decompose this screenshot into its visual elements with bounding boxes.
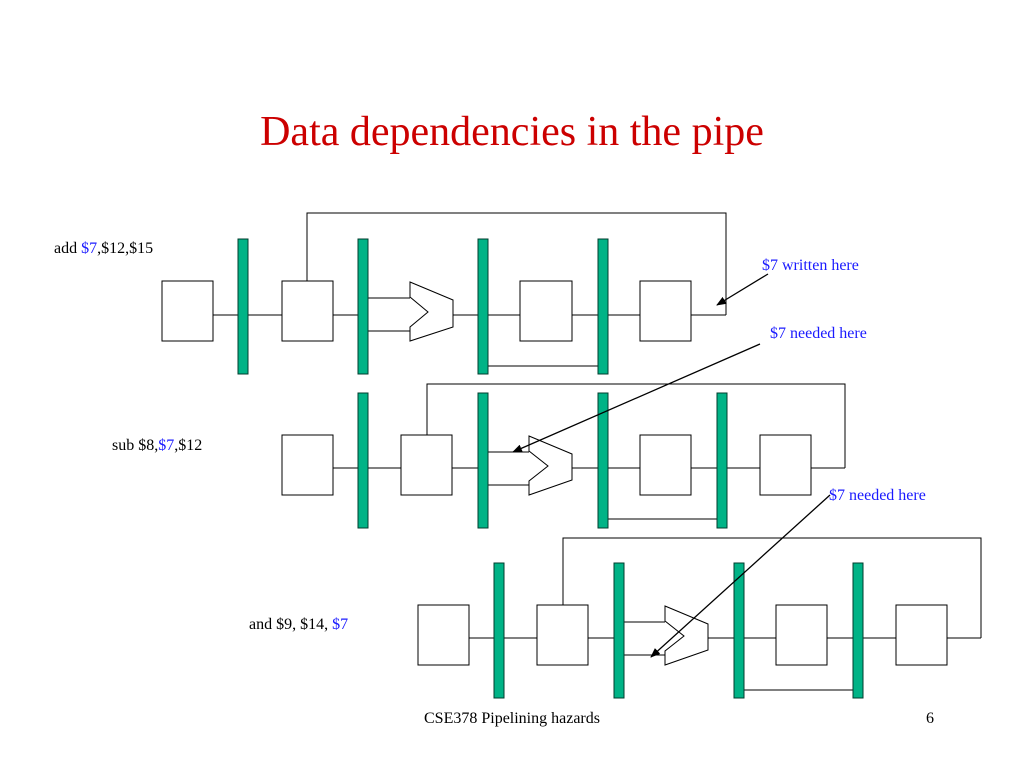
pipeline-latch — [493, 562, 505, 699]
slide-title: Data dependencies in the pipe — [260, 109, 764, 155]
instruction-add: add $7,$12,$15 — [54, 240, 154, 257]
pipeline-latch — [597, 238, 609, 375]
annotation-written-here: $7 written here — [762, 257, 859, 274]
alu-shape — [664, 605, 709, 666]
pipeline-latch — [597, 392, 609, 529]
annotation-needed-and: $7 needed here — [829, 487, 926, 504]
pipeline-latch — [477, 238, 489, 375]
pipeline-sub — [281, 383, 846, 520]
pipeline-latch — [613, 562, 625, 699]
stage-box-mem — [775, 604, 828, 666]
pipeline-latch — [357, 392, 369, 529]
pipeline-latch — [852, 562, 864, 699]
latches-and — [493, 562, 864, 699]
stage-box-mem — [519, 280, 573, 342]
instruction-and: and $9, $14, $7 — [249, 616, 349, 633]
stage-box-wb — [895, 604, 948, 666]
latches-add — [237, 238, 609, 375]
pipeline-and — [417, 537, 982, 691]
instruction-sub: sub $8,$7,$12 — [112, 437, 203, 454]
pipeline-add — [161, 212, 727, 367]
alu-shape — [409, 281, 454, 342]
stage-box-wb — [759, 434, 812, 496]
pipeline-latch — [237, 238, 249, 375]
page-number: 6 — [926, 710, 934, 727]
pipeline-latch — [733, 562, 745, 699]
stage-box-id — [536, 604, 589, 666]
arrow-written-here — [716, 273, 769, 306]
arrow-needed-and — [650, 494, 831, 658]
stage-box-if — [281, 434, 334, 496]
stage-box-id — [400, 434, 453, 496]
arrow-needed-sub — [512, 343, 761, 453]
pipeline-latch — [357, 238, 369, 375]
pipeline-latch — [716, 392, 728, 529]
latches-sub — [357, 392, 728, 529]
stage-box-mem — [639, 434, 692, 496]
slide-footer: CSE378 Pipelining hazards — [424, 710, 600, 727]
pipeline-latch — [477, 392, 489, 529]
annotation-needed-sub: $7 needed here — [770, 325, 867, 342]
alu-shape — [528, 435, 573, 496]
stage-box-if — [161, 280, 214, 342]
stage-box-wb — [639, 280, 692, 342]
stage-box-if — [417, 604, 470, 666]
stage-box-id — [281, 280, 334, 342]
